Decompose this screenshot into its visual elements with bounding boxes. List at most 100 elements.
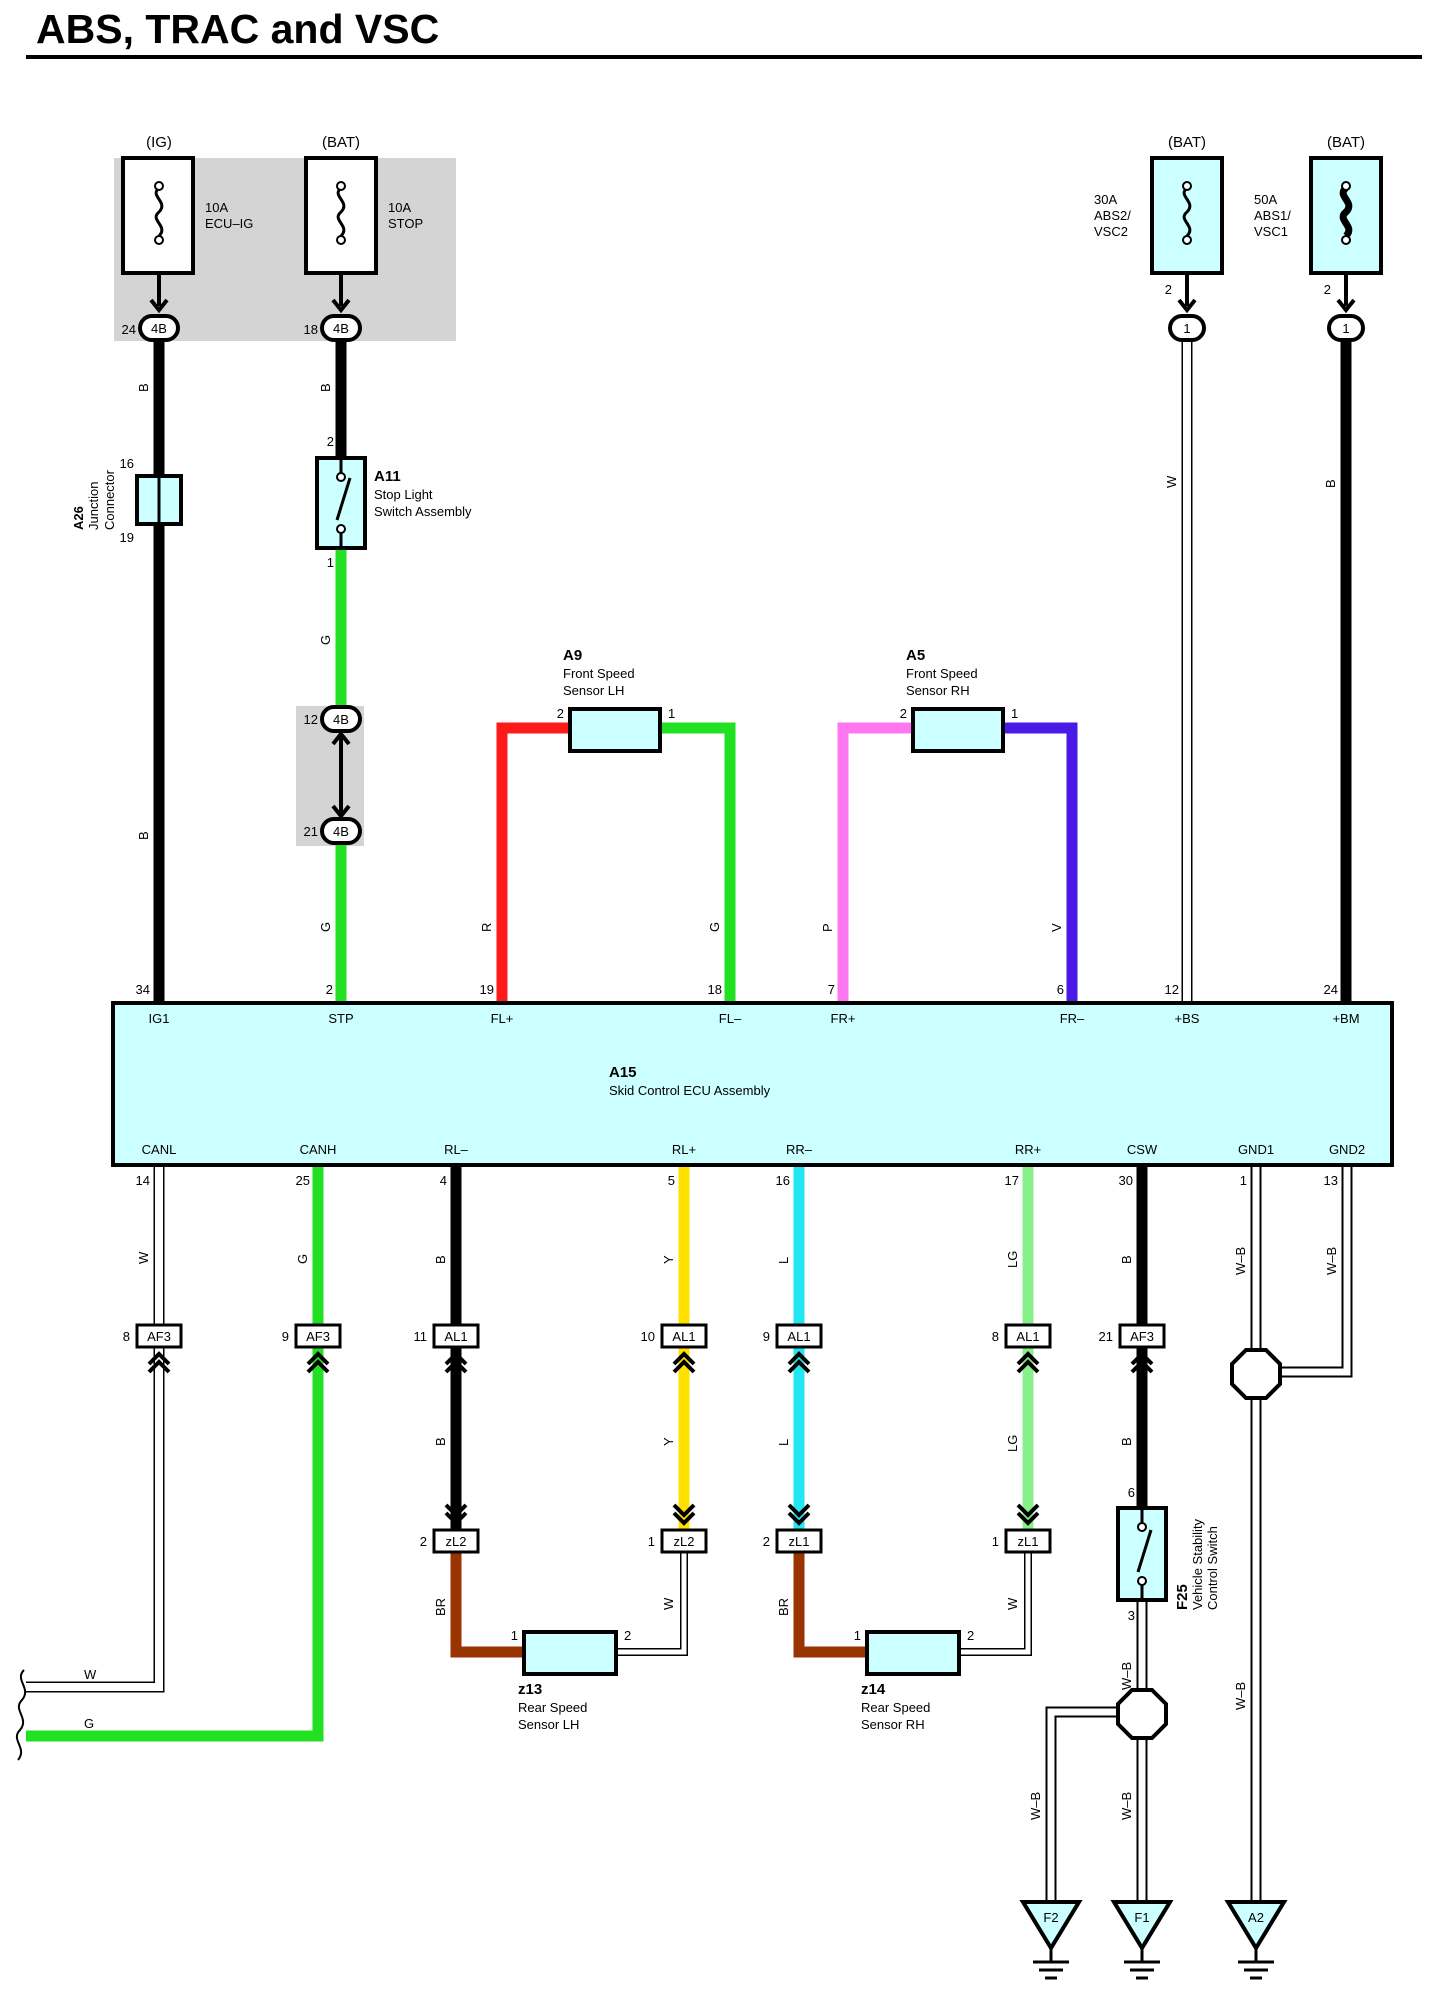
svg-text:19: 19 — [120, 530, 134, 545]
svg-text:BR: BR — [776, 1598, 791, 1616]
svg-text:Vehicle Stability: Vehicle Stability — [1190, 1518, 1205, 1610]
svg-text:8: 8 — [992, 1329, 999, 1344]
front-speed-sensor-lh-a9: 2 1 A9 Front Speed Sensor LH — [557, 647, 675, 753]
wire-canl — [26, 1167, 163, 1691]
wire-color-labels-mid: B Y L LG B — [433, 1435, 1134, 1452]
svg-text:FR–: FR– — [1060, 1011, 1085, 1026]
svg-text:1: 1 — [327, 555, 334, 570]
svg-text:W–B: W–B — [1324, 1247, 1339, 1275]
svg-text:+BS: +BS — [1175, 1011, 1200, 1026]
svg-text:A5: A5 — [906, 647, 925, 664]
svg-text:Front Speed: Front Speed — [906, 666, 978, 681]
svg-text:3: 3 — [1128, 1608, 1135, 1623]
svg-text:zL1: zL1 — [789, 1534, 810, 1549]
svg-text:6: 6 — [1128, 1485, 1135, 1500]
svg-text:2: 2 — [1165, 282, 1172, 297]
svg-text:Connector: Connector — [102, 469, 117, 530]
svg-text:1: 1 — [1011, 706, 1018, 721]
svg-text:A9: A9 — [563, 647, 582, 664]
svg-text:13: 13 — [1324, 1173, 1338, 1188]
svg-text:F1: F1 — [1134, 1910, 1149, 1925]
wire-rl-brown — [450, 1552, 524, 1658]
svg-text:4B: 4B — [151, 321, 167, 336]
svg-text:Sensor LH: Sensor LH — [563, 683, 624, 698]
rear-speed-sensor-rh-z14: 1 2 BR W z14 Rear Speed Sensor RH — [776, 1597, 1020, 1732]
svg-text:zL1: zL1 — [1018, 1534, 1039, 1549]
svg-text:+BM: +BM — [1332, 1011, 1359, 1026]
svg-text:STOP: STOP — [388, 216, 423, 231]
svg-text:RL+: RL+ — [672, 1142, 696, 1157]
svg-text:AL1: AL1 — [1016, 1329, 1039, 1344]
wire-fl-plus — [496, 722, 570, 1002]
svg-text:Switch Assembly: Switch Assembly — [374, 504, 472, 519]
svg-text:A2: A2 — [1248, 1910, 1264, 1925]
svg-text:W: W — [136, 1251, 151, 1264]
svg-text:4B: 4B — [333, 712, 349, 727]
svg-text:L: L — [776, 1257, 791, 1264]
svg-text:12: 12 — [1165, 982, 1179, 997]
connector-1-bs: 1 — [1168, 314, 1206, 342]
connector-4b-inline: 4B 12 4B 21 — [304, 705, 362, 845]
fuse-abs1-vsc1: (BAT) 50A ABS1/ VSC1 2 — [1254, 134, 1383, 306]
svg-text:30: 30 — [1119, 1173, 1133, 1188]
svg-text:GND2: GND2 — [1329, 1142, 1365, 1157]
svg-text:AL1: AL1 — [787, 1329, 810, 1344]
wire-rl-white — [616, 1552, 687, 1655]
svg-text:7: 7 — [828, 982, 835, 997]
svg-text:A26: A26 — [71, 506, 86, 530]
svg-text:5: 5 — [668, 1173, 675, 1188]
svg-text:1: 1 — [992, 1534, 999, 1549]
svg-text:12: 12 — [304, 712, 318, 727]
ground-f1: F1 — [1110, 1900, 1174, 1980]
svg-text:2: 2 — [763, 1534, 770, 1549]
svg-text:W: W — [1164, 475, 1179, 488]
svg-text:1: 1 — [648, 1534, 655, 1549]
terminal-arrows-top — [149, 298, 1356, 314]
svg-text:W: W — [84, 1667, 97, 1682]
svg-text:AF3: AF3 — [1130, 1329, 1154, 1344]
front-speed-sensor-rh-a5: 2 1 A5 Front Speed Sensor RH — [900, 647, 1018, 753]
svg-text:zL2: zL2 — [446, 1534, 467, 1549]
svg-text:LG: LG — [1005, 1251, 1020, 1268]
svg-text:AF3: AF3 — [306, 1329, 330, 1344]
svg-text:4B: 4B — [333, 824, 349, 839]
svg-text:50A: 50A — [1254, 192, 1277, 207]
connector-4b-24: 24 4B — [122, 314, 180, 342]
page-title: ABS, TRAC and VSC — [36, 6, 440, 52]
svg-text:Control Switch: Control Switch — [1205, 1526, 1220, 1610]
svg-text:24: 24 — [122, 322, 136, 337]
svg-text:14: 14 — [136, 1173, 150, 1188]
svg-text:4B: 4B — [333, 321, 349, 336]
svg-text:RR–: RR– — [786, 1142, 813, 1157]
ground-wire-labels: W–B W–B W–B — [1028, 1682, 1248, 1820]
wire-rr-white — [960, 1552, 1031, 1655]
svg-text:RL–: RL– — [444, 1142, 469, 1157]
lower-chevrons — [444, 1503, 1040, 1526]
svg-text:Sensor RH: Sensor RH — [906, 683, 970, 698]
svg-text:CSW: CSW — [1127, 1142, 1158, 1157]
svg-text:(BAT): (BAT) — [322, 134, 360, 151]
wire-fl-minus — [660, 722, 736, 1002]
svg-text:(BAT): (BAT) — [1168, 134, 1206, 151]
svg-text:FL–: FL– — [719, 1011, 742, 1026]
wire-color-labels-upper: B B B G G R G P V W B — [136, 383, 1338, 932]
svg-text:A15: A15 — [609, 1064, 637, 1081]
svg-text:Sensor RH: Sensor RH — [861, 1717, 925, 1732]
wire-fr-plus — [837, 722, 913, 1002]
svg-text:4: 4 — [440, 1173, 447, 1188]
svg-text:Front Speed: Front Speed — [563, 666, 635, 681]
svg-text:ABS2/: ABS2/ — [1094, 208, 1131, 223]
wire-color-labels-lower: W G B Y L LG B W–B W–B — [136, 1247, 1339, 1275]
svg-text:19: 19 — [480, 982, 494, 997]
svg-text:Rear Speed: Rear Speed — [518, 1700, 587, 1715]
svg-text:10A: 10A — [205, 200, 228, 215]
wire-canh — [26, 1167, 324, 1742]
svg-text:24: 24 — [1324, 982, 1338, 997]
svg-text:F25: F25 — [1174, 1584, 1191, 1610]
svg-text:G: G — [295, 1254, 310, 1264]
svg-text:B: B — [136, 383, 151, 392]
svg-text:W: W — [1005, 1597, 1020, 1610]
svg-text:B: B — [136, 831, 151, 840]
mid-chevrons — [147, 1351, 1154, 1374]
svg-text:CANL: CANL — [142, 1142, 177, 1157]
